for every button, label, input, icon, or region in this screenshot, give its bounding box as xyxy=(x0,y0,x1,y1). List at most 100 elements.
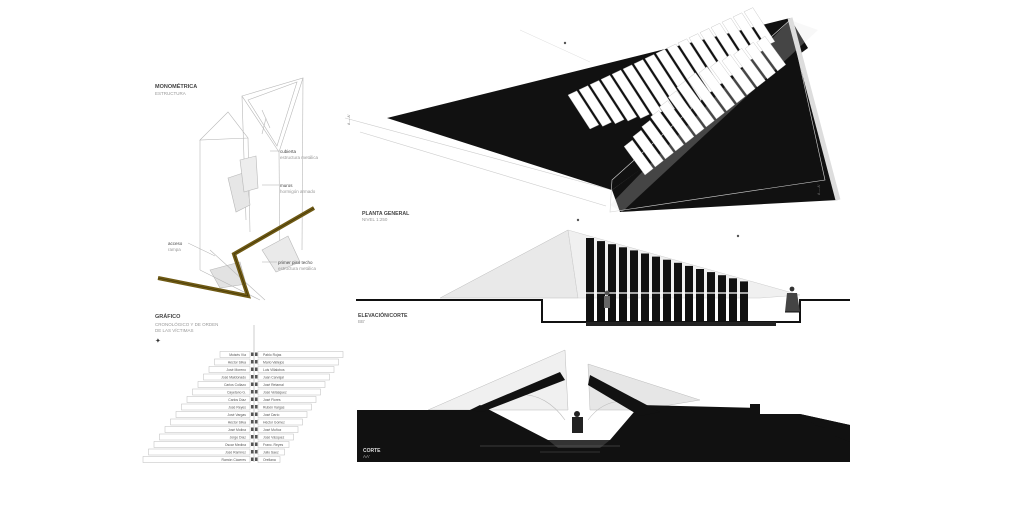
victim-name: Julio Saez xyxy=(263,451,279,455)
plan-bar xyxy=(589,80,625,124)
victim-marker xyxy=(251,442,254,446)
axo-callout-3-title: acceso xyxy=(168,241,183,246)
victim-marker xyxy=(251,382,254,386)
elevation-opening xyxy=(608,244,616,322)
victim-name: Héctor Silva xyxy=(228,361,246,365)
victim-bar xyxy=(257,381,326,388)
elevation-opening xyxy=(586,238,594,322)
plan-bar xyxy=(567,90,600,130)
victim-name: José Velásquez xyxy=(263,391,287,395)
victim-bar xyxy=(192,388,251,396)
svg-text:A — A': A — A' xyxy=(817,184,821,195)
plan-bar xyxy=(756,35,787,72)
victim-name: José Retamal xyxy=(263,383,284,387)
victim-marker xyxy=(251,367,254,371)
victim-bar xyxy=(257,373,330,381)
plan-bar xyxy=(578,85,612,127)
axo-subtitle: ESTRUCTURA xyxy=(155,91,186,96)
axo-leader-lines xyxy=(187,150,279,263)
victim-name: Orellana xyxy=(263,458,276,462)
elevation-opening xyxy=(663,259,671,322)
plan-bar xyxy=(743,7,776,47)
victim-name: José Ramírez xyxy=(225,451,246,455)
victim-bar xyxy=(214,358,251,366)
elevation-opening xyxy=(707,272,715,322)
compass-icon: ✦ xyxy=(155,337,161,345)
victim-bar xyxy=(257,358,339,366)
victim-bar xyxy=(181,403,251,411)
victim-name: Oscar Medina xyxy=(225,443,246,447)
victim-bar xyxy=(208,366,251,373)
victim-bar xyxy=(257,448,285,456)
victim-name: José Darío xyxy=(263,413,280,417)
victim-marker xyxy=(255,375,258,379)
victim-name: Héctor Gómez xyxy=(263,421,285,425)
victim-bar xyxy=(186,396,251,403)
victim-bar xyxy=(219,351,251,358)
victim-bar xyxy=(257,441,290,448)
victim-marker xyxy=(255,457,258,461)
victim-bar xyxy=(203,373,251,381)
axo-callout-4-sub: estructura metálica xyxy=(278,266,317,271)
victim-bar xyxy=(257,388,321,396)
victim-bar xyxy=(257,396,317,403)
victim-name: Carlos Díaz xyxy=(228,398,246,402)
axo-callout-2-sub: hormigón armado xyxy=(280,189,316,194)
plan-bar xyxy=(641,120,674,160)
victim-name: José Flores xyxy=(263,398,281,402)
victim-name: Franc. Reyes xyxy=(263,443,283,447)
victim-bar xyxy=(257,351,344,358)
victim-marker xyxy=(251,352,254,356)
graph-subtitle-2: DE LAS VÍCTIMAS xyxy=(155,327,194,333)
victim-name: Rubén Vargas xyxy=(263,406,285,410)
victim-name: José Muñoz xyxy=(263,428,282,432)
victim-marker xyxy=(255,442,258,446)
victim-bar xyxy=(175,411,251,418)
victim-marker xyxy=(255,412,258,416)
victim-marker xyxy=(255,405,258,409)
elevation-columns xyxy=(586,238,748,322)
victim-name: José Maldonado xyxy=(221,376,246,380)
plan-bar xyxy=(698,66,736,112)
section-title: CORTE xyxy=(363,448,381,454)
victim-bar xyxy=(142,456,251,463)
elevation-opening xyxy=(740,281,748,322)
victim-marker xyxy=(251,375,254,379)
plan-bar xyxy=(600,74,638,122)
victim-name: Ramón Cáceres xyxy=(222,458,247,462)
graph-title: GRÁFICO xyxy=(155,313,181,320)
axonometric-drawing xyxy=(199,77,304,301)
victim-marker xyxy=(251,397,254,401)
victim-name: José Vargas xyxy=(227,413,246,417)
plan-bar xyxy=(667,90,705,136)
victim-marker xyxy=(251,412,254,416)
victim-name: José Vásquez xyxy=(263,436,285,440)
victim-marker xyxy=(251,435,254,439)
plan-bar xyxy=(632,129,664,168)
elevation-opening xyxy=(597,241,605,322)
plan-bar xyxy=(710,60,746,104)
elevation-opening xyxy=(729,278,737,322)
elevation-opening xyxy=(685,265,693,322)
victim-marker xyxy=(251,405,254,409)
victim-bar xyxy=(257,433,294,441)
victim-name: Jorge Díaz xyxy=(230,436,247,440)
plan-subtitle: NIVEL 1:250 xyxy=(362,217,388,222)
victim-name: Juan Carvajal xyxy=(263,376,284,380)
plan-bar xyxy=(676,80,715,128)
elevation-opening xyxy=(630,250,638,322)
plan-bar xyxy=(611,69,650,119)
victim-marker xyxy=(255,367,258,371)
victim-name: Luis Villalobos xyxy=(263,368,285,372)
victim-bar xyxy=(257,456,281,463)
plan-bar xyxy=(622,64,663,117)
axo-callout-4-title: primer piso techo xyxy=(278,260,313,265)
victim-name: Pablo Rojas xyxy=(263,353,282,357)
plan-bar xyxy=(650,110,685,152)
plan-bar xyxy=(623,139,654,176)
victim-marker xyxy=(255,352,258,356)
svg-text:A — A': A — A' xyxy=(347,114,351,125)
victim-name: Cayetano G. xyxy=(227,391,246,395)
